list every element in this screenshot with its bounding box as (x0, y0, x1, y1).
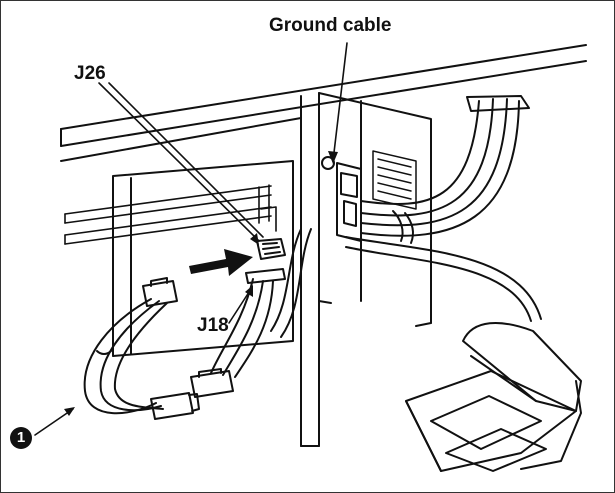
circuit-board-slots (64, 184, 277, 245)
item-one-badge: 1 (10, 427, 32, 449)
ground-cable-label: Ground cable (269, 15, 392, 36)
cable-harness (83, 228, 312, 415)
power-switch (321, 156, 362, 242)
foot-pedal (405, 322, 582, 472)
leader-lines (34, 42, 348, 436)
table-leg (300, 92, 320, 447)
fan-grille (372, 150, 417, 210)
j26-label: J26 (74, 63, 106, 84)
j26-connector (256, 238, 286, 260)
cable-bundle (360, 95, 530, 244)
control-box-side (318, 92, 432, 327)
harness-connectors (142, 277, 234, 420)
j18-label: J18 (197, 315, 229, 336)
insertion-arrow (189, 249, 253, 276)
j18-connector (245, 268, 286, 284)
pedal-cable (345, 236, 542, 322)
